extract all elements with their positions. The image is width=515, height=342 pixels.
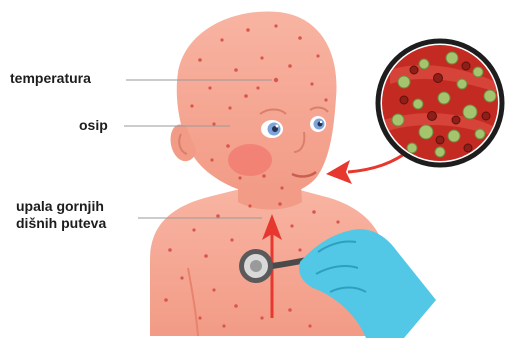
label-upper-respiratory-line2: dišnih puteva bbox=[16, 215, 106, 232]
label-temperature: temperatura bbox=[10, 70, 91, 87]
label-upper-respiratory: upala gornjih dišnih puteva bbox=[16, 198, 106, 232]
magnified-virus-lens bbox=[378, 41, 502, 165]
cheek-flush bbox=[228, 144, 272, 176]
label-rash: osip bbox=[79, 117, 108, 134]
label-upper-respiratory-line1: upala gornjih bbox=[16, 198, 106, 215]
